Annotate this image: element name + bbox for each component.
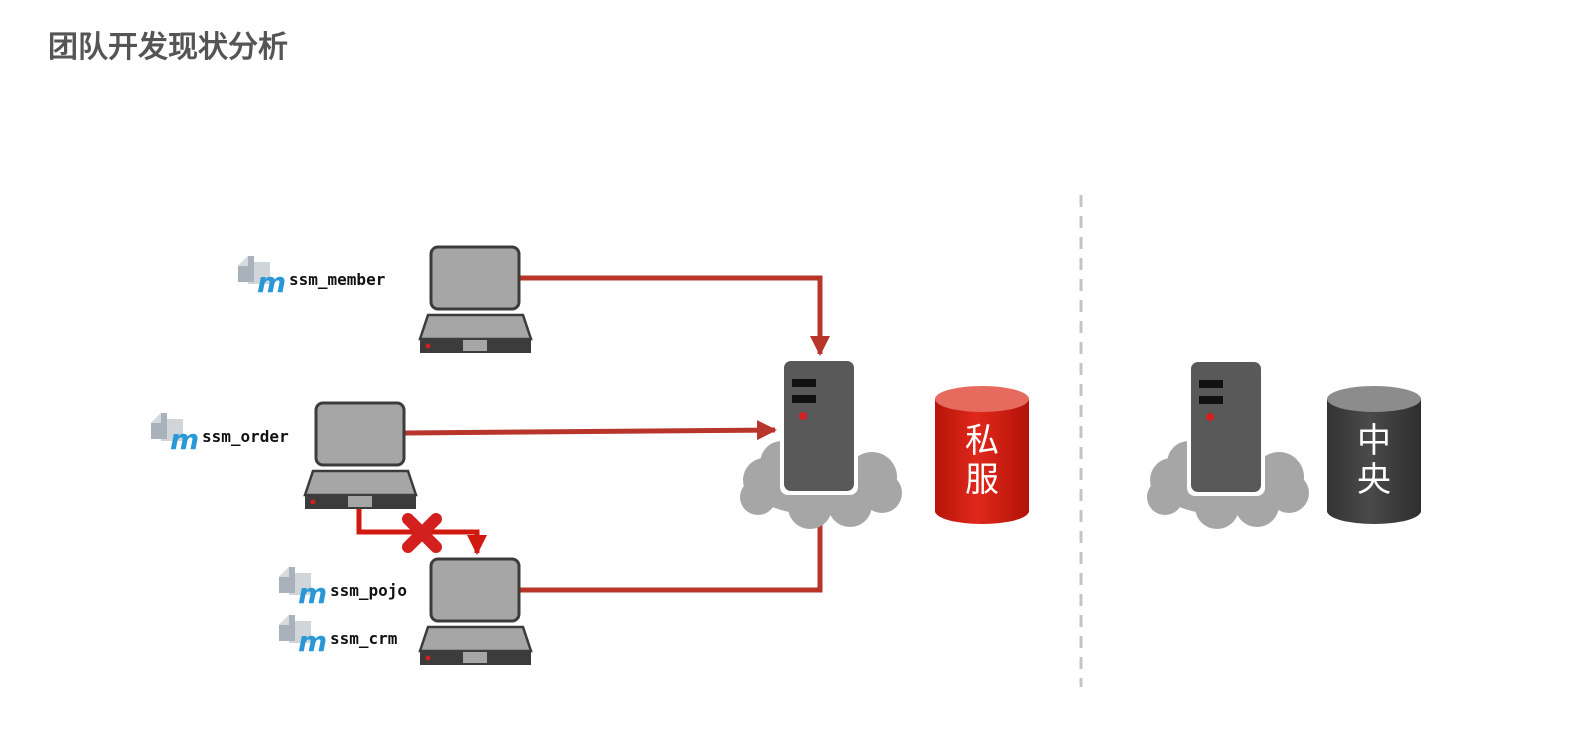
private-repo-label-2: 服: [965, 460, 999, 500]
module-label-pojo: ssm_pojo: [330, 581, 407, 600]
maven-module-icon: [279, 567, 328, 610]
module-label-member: ssm_member: [289, 270, 385, 289]
maven-module-icon: [279, 615, 328, 658]
central-repo-cylinder: 中 央: [1327, 386, 1421, 524]
central-server: [1187, 362, 1265, 496]
arrow-member-to-private: [519, 275, 830, 356]
module-label-crm: ssm_crm: [330, 629, 398, 648]
laptop-pojo: [418, 557, 533, 667]
private-server: [780, 361, 858, 495]
laptop-order: [303, 401, 418, 511]
arrow-order-to-private: [404, 420, 777, 441]
private-repo-cylinder: 私 服: [935, 386, 1029, 524]
module-label-order: ssm_order: [202, 427, 289, 446]
page-title: 团队开发现状分析: [48, 30, 288, 65]
maven-module-icon: [151, 413, 200, 456]
laptop-member: [418, 245, 533, 355]
blocked-x-icon: [402, 513, 442, 553]
central-repo-label-1: 中: [1357, 421, 1391, 461]
central-repo-label-2: 央: [1357, 460, 1391, 500]
private-repo-label-1: 私: [965, 421, 999, 461]
arrow-pojo-to-private: [519, 496, 830, 593]
maven-module-icon: [238, 256, 287, 299]
